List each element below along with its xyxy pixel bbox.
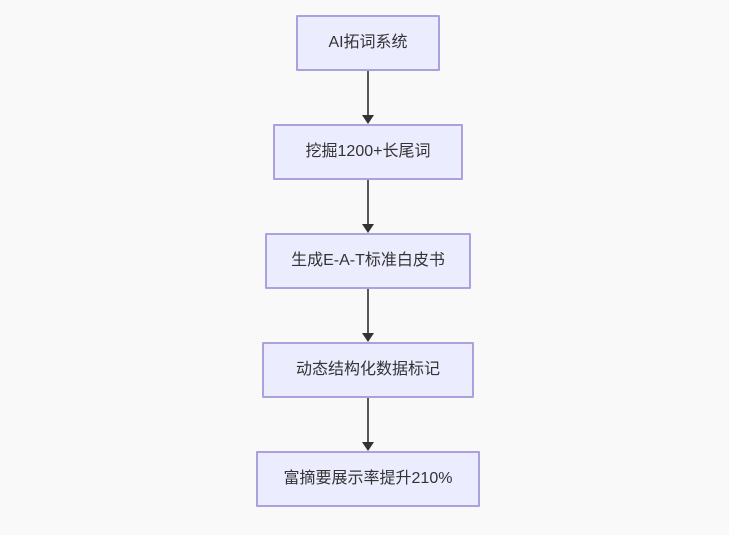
arrowhead-down-icon: [362, 442, 374, 451]
flow-node-longtail-mining: 挖掘1200+长尾词: [273, 124, 463, 180]
flow-node-ai-keyword-system: AI拓词系统: [296, 15, 440, 71]
edge-n4-n5: [362, 398, 374, 451]
arrow-line: [367, 180, 369, 224]
arrowhead-down-icon: [362, 115, 374, 124]
edge-n1-n2: [362, 71, 374, 124]
flow-node-label: 动态结构化数据标记: [295, 361, 440, 378]
flow-node-rich-snippet-result: 富摘要展示率提升210%: [256, 451, 480, 507]
flow-node-label: 富摘要展示率提升210%: [283, 470, 453, 487]
flow-node-eat-whitepaper: 生成E-A-T标准白皮书: [265, 233, 471, 289]
flowchart: AI拓词系统 挖掘1200+长尾词 生成E-A-T标准白皮书 动态结构化数据标记: [256, 15, 480, 507]
arrow-line: [367, 289, 369, 333]
arrow-line: [367, 398, 369, 442]
edge-n2-n3: [362, 180, 374, 233]
flow-node-label: 挖掘1200+长尾词: [305, 143, 431, 160]
flow-node-label: AI拓词系统: [328, 34, 408, 51]
arrowhead-down-icon: [362, 224, 374, 233]
flow-node-label: 生成E-A-T标准白皮书: [291, 252, 445, 269]
edge-n3-n4: [362, 289, 374, 342]
arrowhead-down-icon: [362, 333, 374, 342]
arrow-line: [367, 71, 369, 115]
flow-node-structured-data-markup: 动态结构化数据标记: [262, 342, 474, 398]
